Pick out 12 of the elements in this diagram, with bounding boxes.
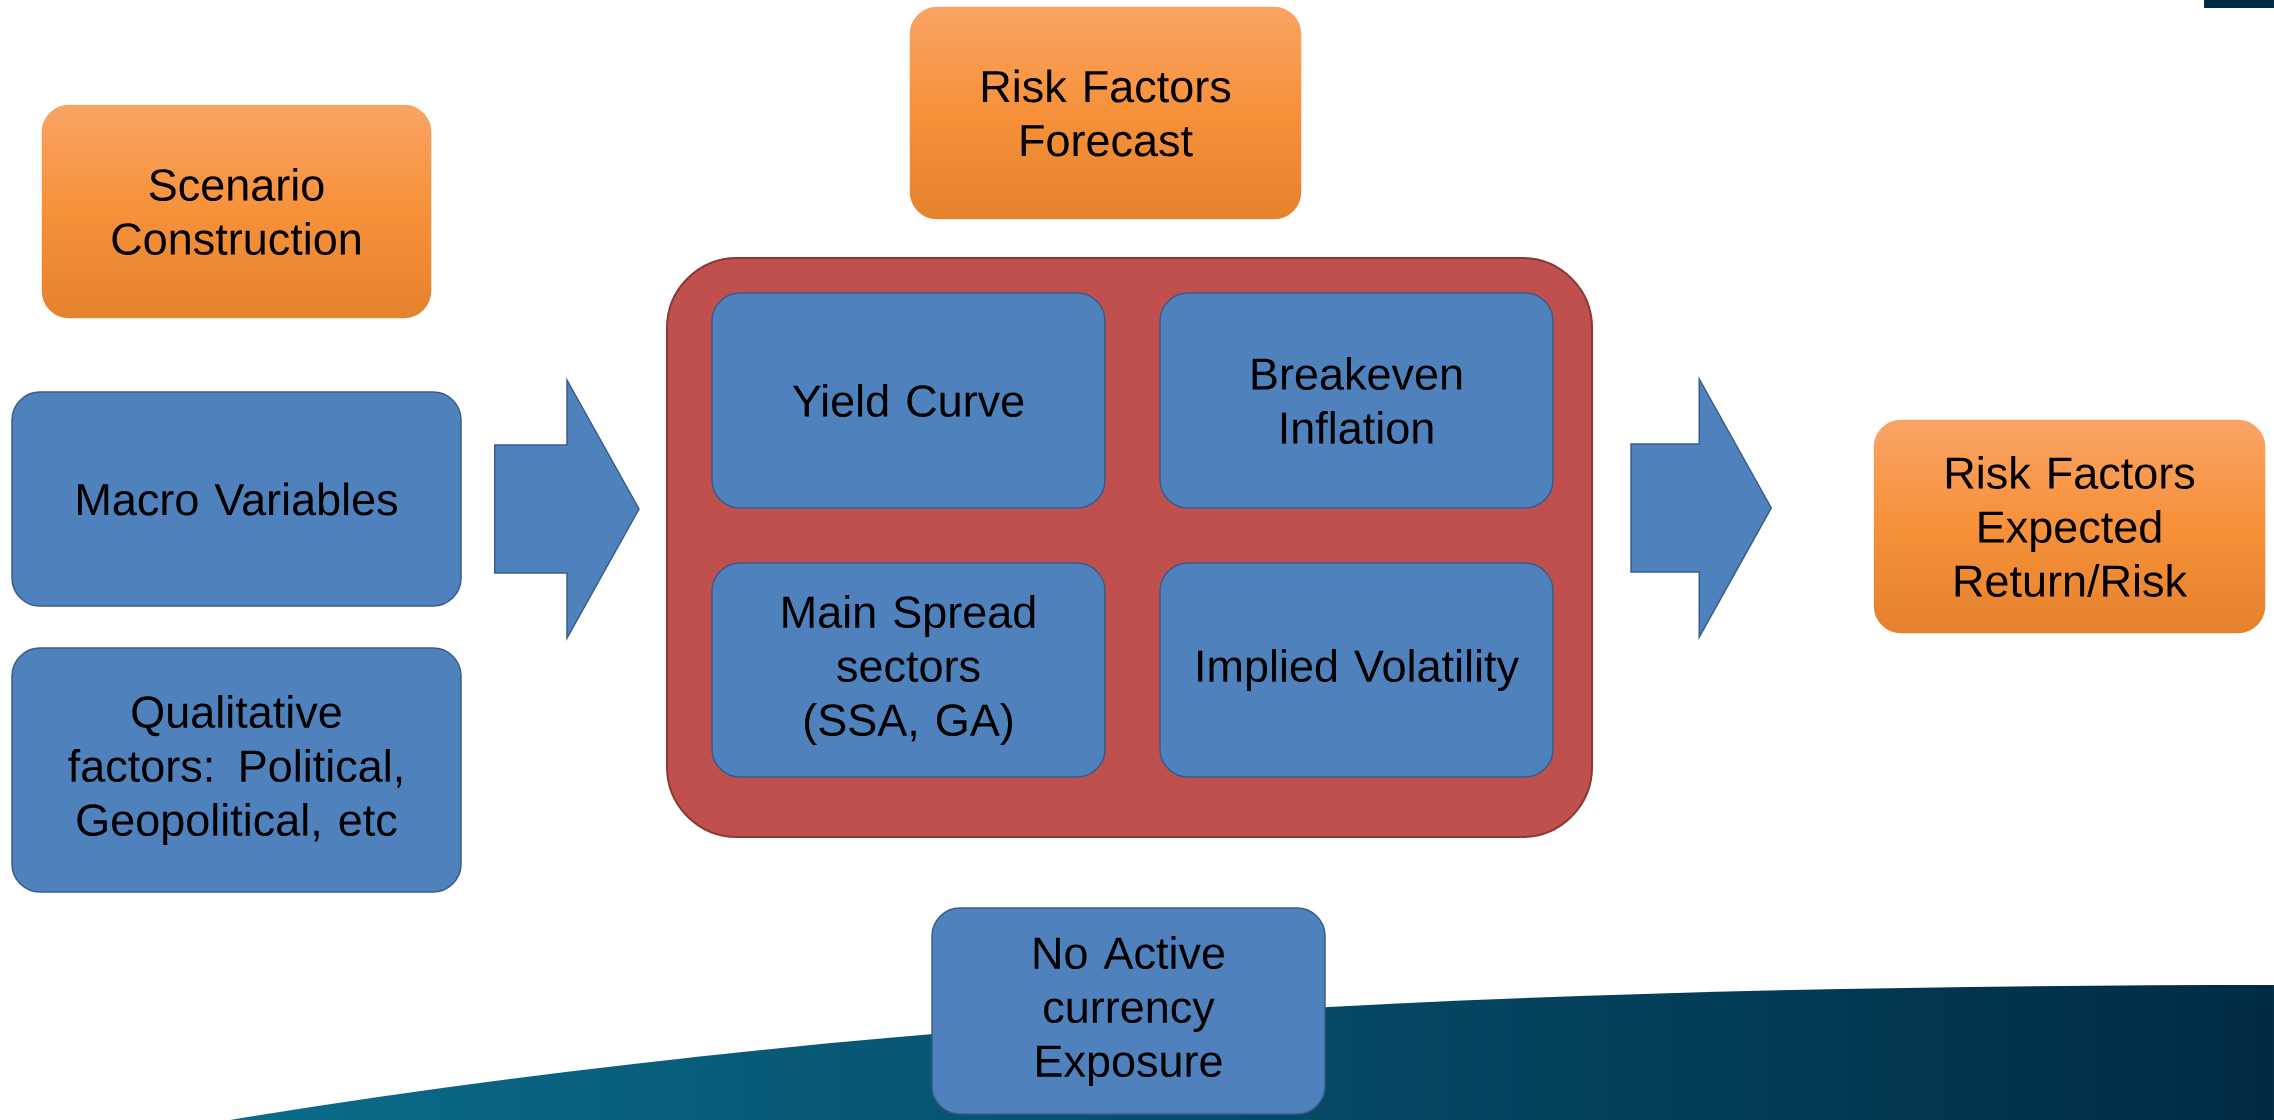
flow-box: No Active currency Exposure xyxy=(931,907,1326,1115)
block-arrow xyxy=(494,377,640,641)
flow-box: Risk Factors Expected Return/Risk xyxy=(1872,418,2267,635)
flow-box: Implied Volatility xyxy=(1159,562,1554,778)
flow-box: Qualitative factors: Political, Geopolitical, etc xyxy=(11,647,462,893)
flow-box: Breakeven Inflation xyxy=(1159,292,1554,509)
block-arrow xyxy=(1630,376,1773,640)
flow-box: Scenario Construction xyxy=(40,103,433,320)
flow-box: Main Spread sectors (SSA, GA) xyxy=(711,562,1106,778)
flow-box: Macro Variables xyxy=(11,391,462,607)
flow-box: Yield Curve xyxy=(711,292,1106,509)
flow-box: Risk Factors Forecast xyxy=(908,5,1303,221)
